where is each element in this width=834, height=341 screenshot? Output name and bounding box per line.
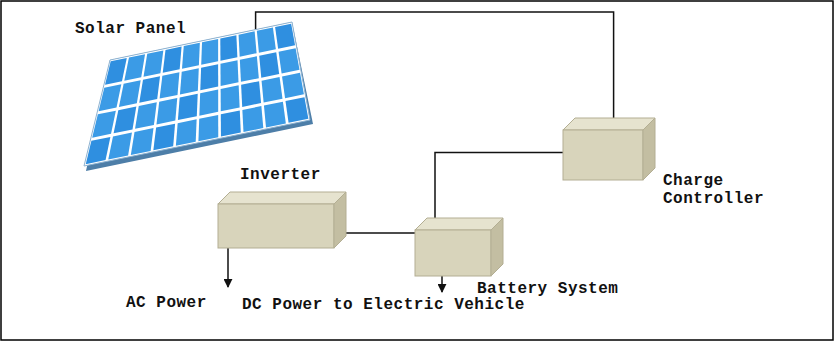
solar-cell: [160, 72, 180, 98]
solar-cell: [285, 97, 308, 123]
box-shape: [563, 118, 655, 180]
solar-cell: [114, 106, 137, 133]
solar-cell: [242, 106, 263, 132]
solar-cell: [221, 110, 241, 136]
node-label: Inverter: [240, 166, 321, 184]
solar-cell: [139, 76, 160, 102]
node-label: Charge Controller: [663, 172, 775, 209]
panel-face: [84, 22, 310, 166]
solar-cell: [153, 124, 175, 151]
inverter-box: Inverter: [218, 192, 346, 248]
solar-cell: [131, 128, 154, 155]
solar-cell: [176, 119, 197, 145]
solar-cell: [221, 85, 240, 111]
solar-cell: [201, 39, 218, 65]
solar-cell: [163, 47, 182, 73]
wire-connector: [435, 153, 563, 219]
solar-cell: [180, 68, 199, 94]
solar-cell: [92, 111, 116, 138]
output-label: AC Power: [126, 294, 207, 312]
box-front: [218, 204, 334, 248]
solar-cell: [275, 24, 295, 49]
solar-panel: Solar Panel: [80, 20, 312, 168]
solar-cell: [135, 102, 157, 129]
battery-box: Battery System: [415, 218, 503, 276]
solar-cell: [200, 64, 218, 90]
solar-cell: [264, 102, 286, 128]
box-top: [218, 192, 346, 204]
node-label: Solar Panel: [75, 20, 186, 38]
solar-cell: [240, 56, 259, 82]
solar-cell: [108, 133, 132, 160]
output-arrow: [441, 276, 443, 292]
solar-cell: [86, 137, 111, 164]
solar-cell: [220, 35, 237, 61]
solar-cell: [198, 115, 218, 141]
solar-cell: [239, 31, 257, 56]
solar-cell: [178, 94, 198, 120]
solar-cell: [124, 54, 145, 80]
solar-cell: [99, 84, 122, 111]
solar-cell: [241, 81, 261, 107]
wire-connector: [256, 12, 614, 118]
box-side: [334, 192, 346, 248]
box-front: [563, 130, 643, 180]
box-top: [563, 118, 655, 130]
solar-cell: [144, 50, 164, 76]
solar-cell: [262, 77, 283, 103]
solar-cell: [279, 48, 300, 73]
solar-cell: [199, 90, 218, 116]
output-arrow: [227, 244, 229, 287]
box-top: [415, 218, 503, 230]
box-shape: [415, 218, 503, 276]
solar-cell: [220, 60, 238, 86]
solar-cell: [105, 58, 127, 85]
box-side: [491, 218, 503, 276]
solar-cell: [182, 43, 200, 69]
solar-cell: [156, 98, 177, 124]
node-label: Battery System: [477, 280, 618, 298]
output-label: DC Power to Electric Vehicle: [242, 296, 525, 314]
box-shape: [218, 192, 346, 248]
solar-cell: [282, 73, 304, 98]
solar-cell: [119, 80, 141, 107]
solar-cell: [259, 52, 279, 77]
panel-shape: [80, 20, 312, 168]
box-front: [415, 230, 491, 276]
charge-controller-box: Charge Controller: [563, 118, 655, 180]
wire-connector: [346, 232, 415, 234]
solar-cell: [257, 28, 276, 53]
box-side: [643, 118, 655, 180]
